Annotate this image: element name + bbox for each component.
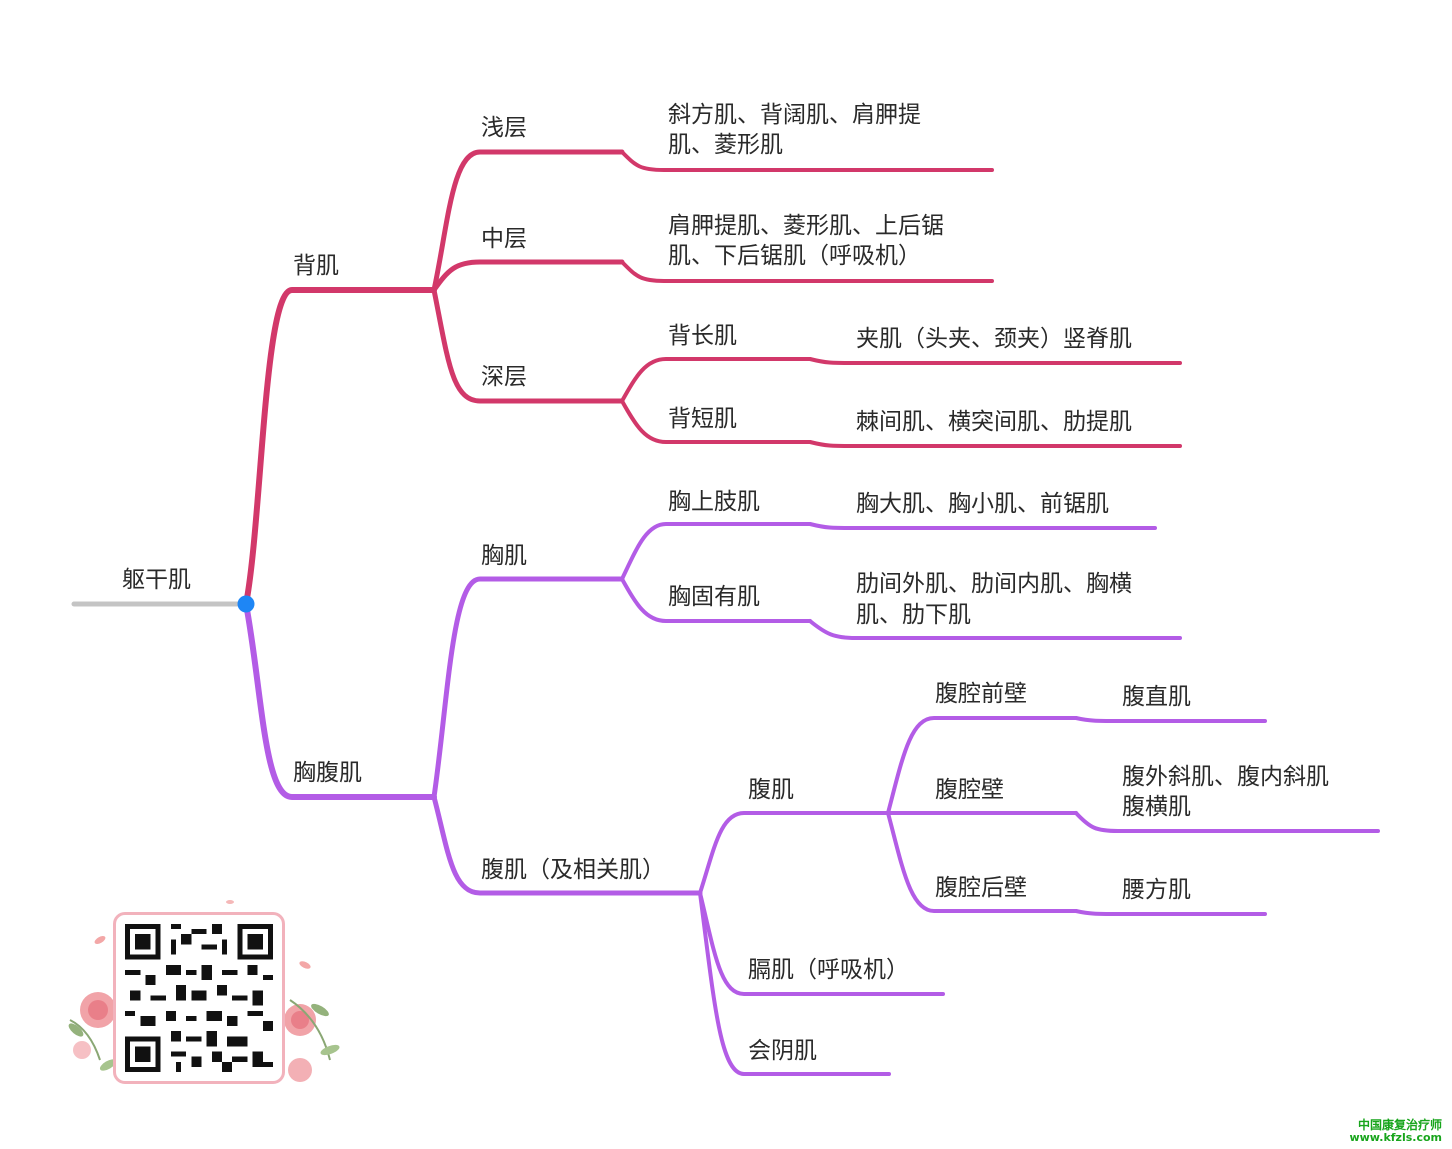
branch-back-long-detail <box>808 357 1182 365</box>
label-chest: 胸肌 <box>481 543 527 569</box>
branch-superficial-detail <box>620 150 994 172</box>
branch-anterior-wall <box>886 716 1078 815</box>
qr-code-card <box>113 912 285 1084</box>
branch-back-short-detail <box>808 440 1182 448</box>
label-back-short: 背短肌 <box>668 406 737 432</box>
branch-chest-intrinsic-detail <box>808 619 1182 640</box>
label-back-long-detail: 夹肌（头夹、颈夹）竖脊肌 <box>856 326 1132 352</box>
label-superficial: 浅层 <box>481 115 527 141</box>
label-abdomen-related: 腹肌（及相关肌） <box>481 857 665 883</box>
branch-chest-upper-limb <box>620 522 812 581</box>
label-deep: 深层 <box>481 364 527 390</box>
branch-abdominal <box>698 811 890 895</box>
branch-deep <box>431 287 625 404</box>
branch-chest-upper-limb-detail <box>808 522 1157 530</box>
label-posterior-wall: 腹腔后壁 <box>935 875 1027 901</box>
branch-middle <box>431 259 625 293</box>
branch-middle-detail <box>620 260 994 283</box>
label-chest-abdomen: 胸腹肌 <box>293 760 362 786</box>
label-back-short-detail: 棘间肌、横突间肌、肋提肌 <box>856 409 1132 435</box>
root-node-dot <box>237 595 255 613</box>
label-chest-intrinsic: 胸固有肌 <box>668 584 760 610</box>
label-chest-upper-limb-detail: 胸大肌、胸小肌、前锯肌 <box>856 491 1109 517</box>
branch-anterior-wall-detail <box>1074 716 1267 723</box>
label-back-long: 背长肌 <box>668 323 737 349</box>
watermark-url: www.kfzls.com <box>1349 1131 1442 1144</box>
label-chest-intrinsic-detail-1: 肋间外肌、肋间内肌、胸横 <box>856 571 1132 597</box>
label-diaphragm: 膈肌（呼吸机） <box>748 957 909 983</box>
label-middle-detail-1: 肩胛提肌、菱形肌、上后锯 <box>668 213 944 239</box>
label-anterior-wall-detail: 腹直肌 <box>1122 684 1191 710</box>
branch-chest-intrinsic <box>620 577 812 623</box>
label-middle: 中层 <box>481 226 527 252</box>
qr-code-icon <box>125 924 273 1072</box>
label-superficial-detail-2: 肌、菱形肌 <box>668 132 783 158</box>
branch-chest <box>431 576 625 800</box>
branch-perineal <box>698 891 891 1076</box>
label-posterior-wall-detail: 腰方肌 <box>1122 877 1191 903</box>
label-anterior-wall: 腹腔前壁 <box>935 681 1027 707</box>
branch-chest-abdomen <box>243 601 437 800</box>
branch-posterior-wall <box>886 811 1078 913</box>
label-chest-upper-limb: 胸上肢肌 <box>668 489 760 515</box>
label-perineal: 会阴肌 <box>748 1038 817 1064</box>
floral-decoration <box>68 900 340 1082</box>
branch-posterior-wall-detail <box>1074 909 1267 916</box>
branch-back-long <box>620 357 812 403</box>
label-lateral-wall-detail-2: 腹横肌 <box>1122 794 1191 820</box>
branch-superficial <box>431 149 625 293</box>
label-back: 背肌 <box>293 253 339 279</box>
watermark-title: 中国康复治疗师 <box>1357 1118 1442 1132</box>
branch-diaphragm <box>698 891 945 996</box>
label-lateral-wall: 腹腔壁 <box>935 777 1004 803</box>
branch-back <box>243 287 437 607</box>
branch-back-short <box>620 399 812 444</box>
label-lateral-wall-detail-1: 腹外斜肌、腹内斜肌 <box>1122 764 1329 790</box>
label-abdominal: 腹肌 <box>748 777 794 803</box>
label-superficial-detail-1: 斜方肌、背阔肌、肩胛提 <box>668 102 921 128</box>
label-root: 躯干肌 <box>122 567 191 593</box>
branch-lateral-wall-detail <box>1074 811 1380 833</box>
branch-abdomen-related <box>431 794 703 896</box>
label-chest-intrinsic-detail-2: 肌、肋下肌 <box>856 602 971 628</box>
label-middle-detail-2: 肌、下后锯肌（呼吸机） <box>668 243 921 269</box>
